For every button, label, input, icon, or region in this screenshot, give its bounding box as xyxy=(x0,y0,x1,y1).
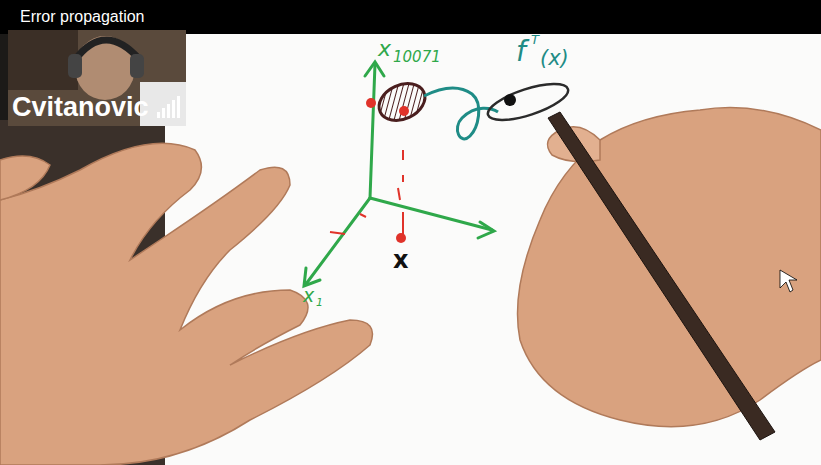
map-label: f xyxy=(516,38,526,66)
video-title: Error propagation xyxy=(20,9,145,25)
final-point xyxy=(504,94,516,106)
title-bar xyxy=(0,0,821,34)
axis-label: x xyxy=(303,286,314,305)
left-hand xyxy=(0,143,373,465)
axes xyxy=(304,62,494,286)
signal-icon xyxy=(157,96,180,118)
presenter-name: Cvitanovic xyxy=(12,94,149,121)
initial-point xyxy=(399,106,409,116)
right-hand xyxy=(518,108,821,441)
projection-lines xyxy=(330,150,403,236)
point-label: x xyxy=(393,248,408,272)
map-superscript: T xyxy=(531,33,539,46)
axis-subscript: 1 xyxy=(316,297,323,308)
axis-subscript: 10071 xyxy=(393,50,441,65)
map-argument: (x) xyxy=(540,48,569,69)
initial-region xyxy=(373,76,431,127)
axis-label: x xyxy=(378,38,391,60)
webcam-inset xyxy=(8,30,186,126)
projection-dot xyxy=(396,233,406,243)
projection-dot xyxy=(366,98,376,108)
